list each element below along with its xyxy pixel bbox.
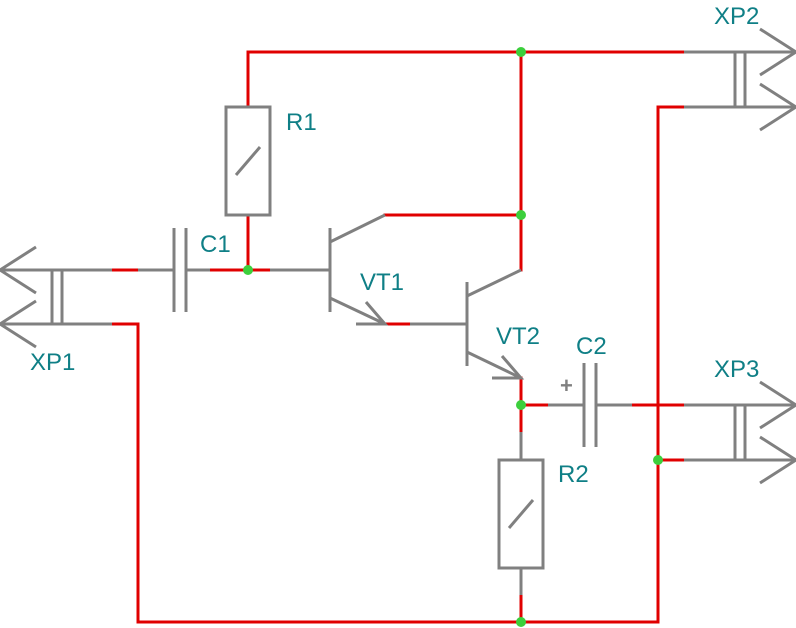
node-vt1-base [243,265,253,275]
label-c2-polarity: + [560,373,573,398]
node-bottom-ground [516,617,526,627]
label-r2: R2 [558,461,589,488]
node-vt1-collector [516,210,526,220]
connector-xp2 [684,27,796,132]
wire-xp1-ground [110,105,686,624]
label-vt1: VT1 [360,269,404,296]
node-xp3-ground [653,455,663,465]
component-labels: XP2 R1 C1 VT1 VT2 C2 XP3 XP1 R2 + [30,3,759,488]
transistor-vt1 [270,213,389,326]
label-c1: C1 [200,231,231,258]
label-vt2: VT2 [496,323,540,350]
label-c2: C2 [576,333,607,360]
label-xp1: XP1 [30,349,75,376]
label-r1: R1 [286,109,317,136]
junction-nodes [243,47,663,627]
label-xp2: XP2 [714,3,759,30]
transistor-vt2 [410,268,525,380]
wire-top-rail [246,50,686,109]
node-top-rail [516,47,526,57]
node-vt2-emitter [516,400,526,410]
resistor-r1 [224,105,272,217]
connector-xp3 [684,380,796,485]
capacitor-c1 [138,228,210,312]
capacitor-c2 [548,363,632,447]
connector-xp1 [0,245,112,349]
label-xp3: XP3 [714,356,759,383]
resistor-r2 [497,432,545,595]
